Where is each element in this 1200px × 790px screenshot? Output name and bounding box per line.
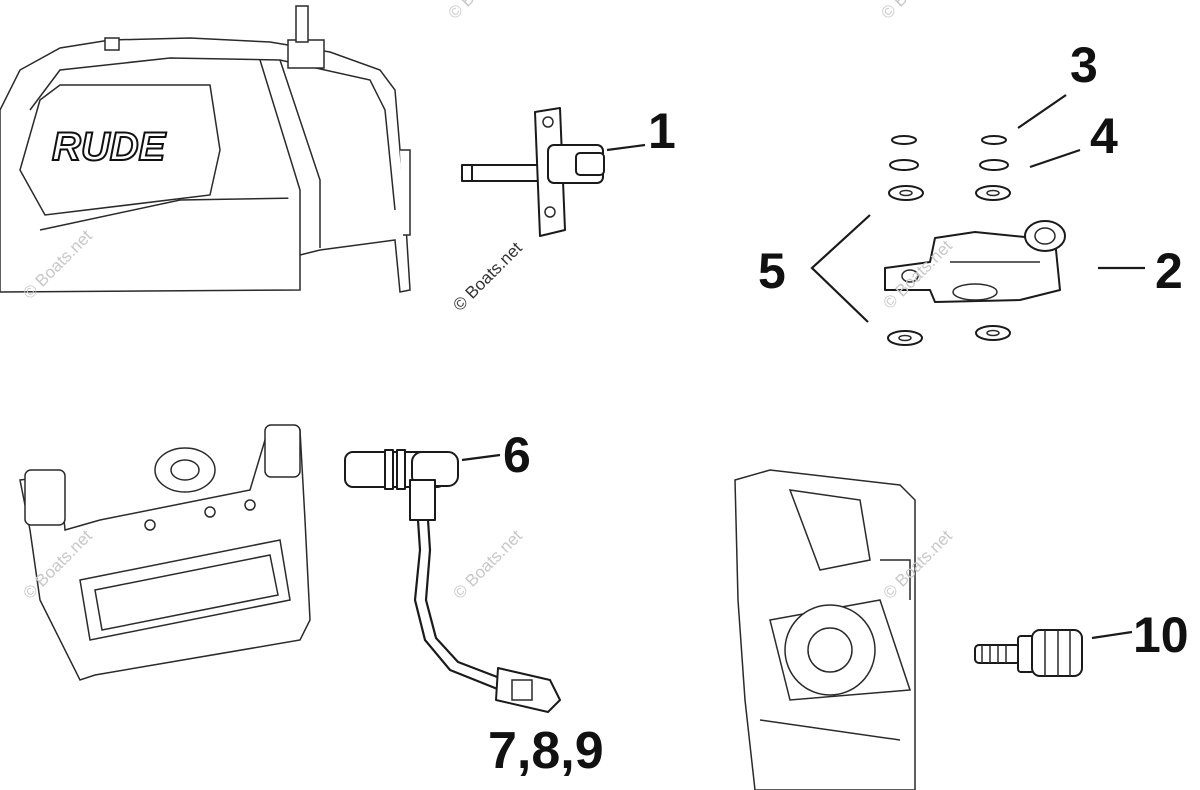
callout-7-8-9: 7,8,9 <box>488 722 604 780</box>
part-1-temperature-sensor <box>461 107 605 237</box>
callout-4: 4 <box>1090 108 1118 164</box>
watermark-top-far-right: © Boats.net <box>877 0 954 23</box>
leader-4 <box>1029 148 1081 169</box>
leader-5 <box>810 214 871 323</box>
callout-1: 1 <box>648 103 676 159</box>
callout-3: 3 <box>1070 37 1098 93</box>
engine-block-illustration <box>734 469 916 790</box>
leader-3 <box>1017 94 1067 129</box>
leader-lines <box>461 94 1145 640</box>
leader-10 <box>1091 630 1133 640</box>
watermark-main: © Boats.net <box>449 238 526 315</box>
engine-badge: RUDE <box>52 125 167 169</box>
watermark-top-center: © Boats.net <box>444 0 521 23</box>
callout-numbers: 1 3 4 5 2 6 7,8,9 10 <box>488 37 1189 780</box>
part-2-map-sensor <box>884 220 1066 303</box>
part-10-sender-fitting <box>974 629 1083 677</box>
leader-6 <box>461 453 501 462</box>
callout-6: 6 <box>503 427 531 483</box>
callout-2: 2 <box>1155 243 1183 299</box>
powerhead-bracket-illustration <box>19 424 311 681</box>
washers-and-grommets <box>887 135 1011 346</box>
callout-10: 10 <box>1133 607 1189 663</box>
part-6-crankshaft-position-sensor <box>344 449 561 713</box>
leader-1 <box>606 143 646 152</box>
engine-cowl-illustration: RUDE <box>0 5 411 293</box>
callout-5: 5 <box>758 243 786 299</box>
watermark-mid-center: © Boats.net <box>449 526 526 603</box>
